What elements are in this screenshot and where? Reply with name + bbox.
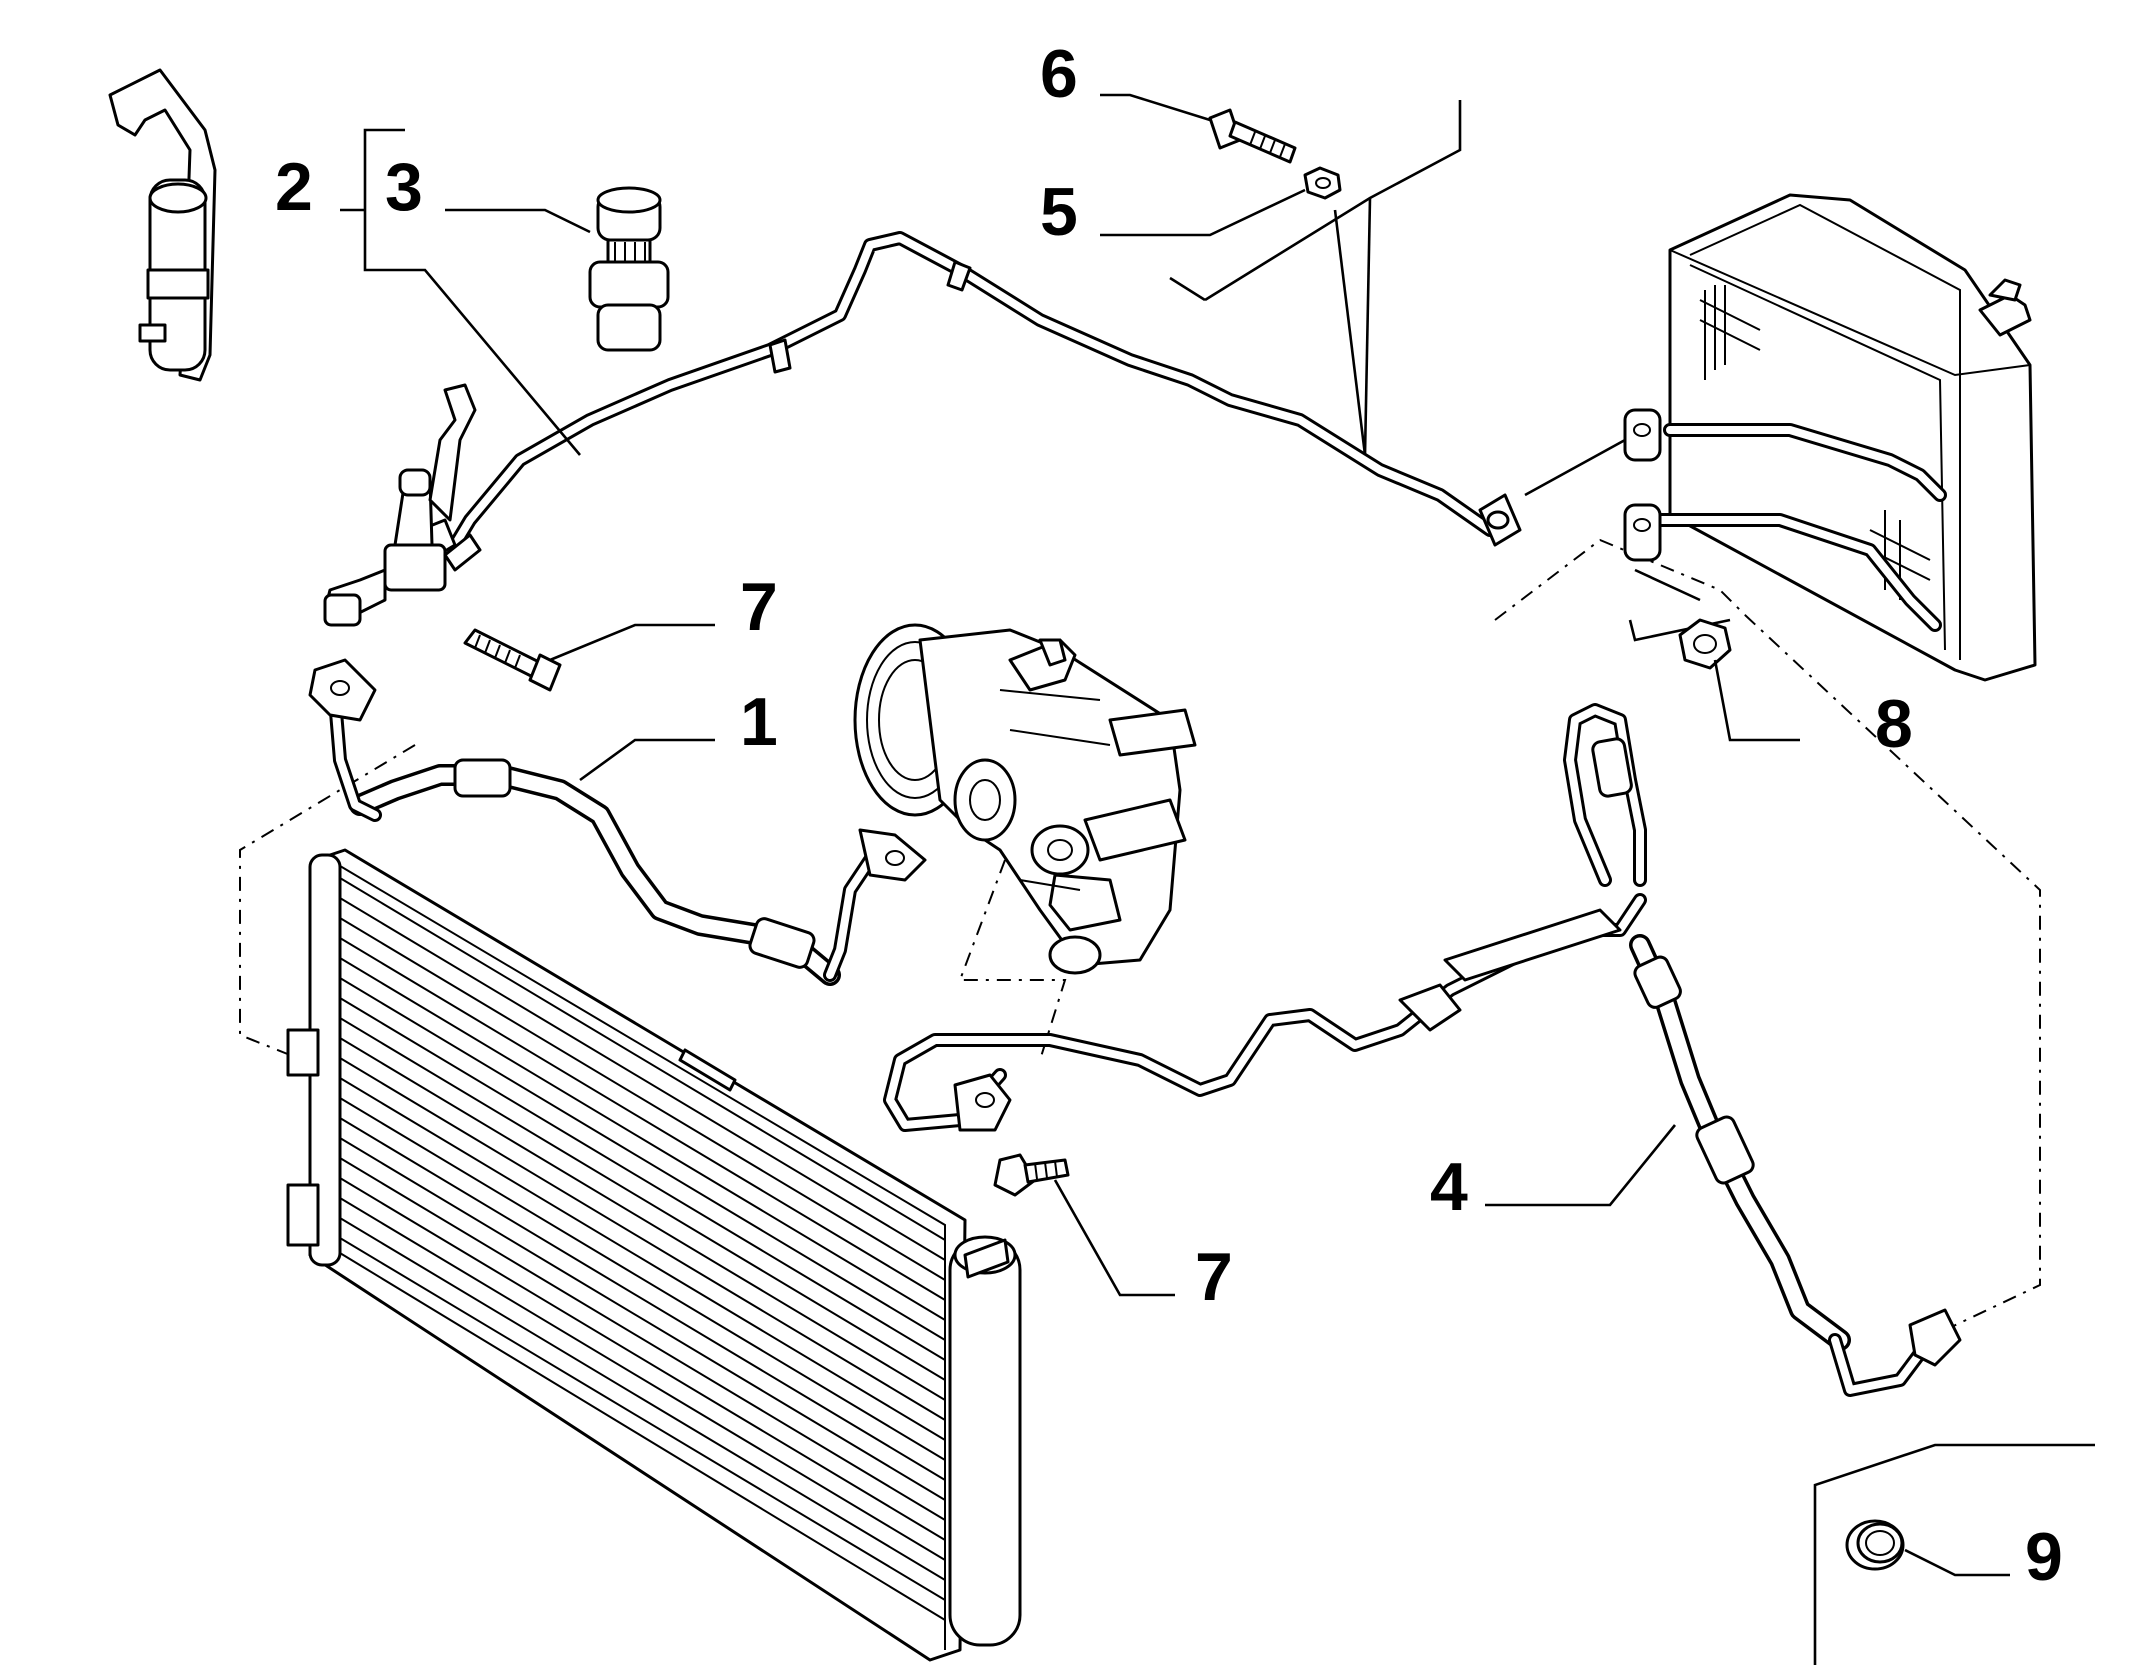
discharge-hose[interactable] <box>308 658 927 986</box>
callout-7-upper: 7 <box>740 569 778 645</box>
callout-3: 3 <box>385 149 423 225</box>
compressor[interactable] <box>853 623 1197 975</box>
bolt-lower[interactable] <box>993 1153 1070 1197</box>
nut-5[interactable] <box>1303 166 1342 200</box>
callout-7-lower: 7 <box>1195 1239 1233 1315</box>
callout-6: 6 <box>1040 36 1078 112</box>
callout-9: 9 <box>2025 1519 2063 1595</box>
callout-2: 2 <box>275 149 313 225</box>
nut-8[interactable] <box>1678 618 1732 670</box>
evaporator-link-line <box>1524 438 1626 497</box>
callout-5: 5 <box>1040 174 1078 250</box>
condenser[interactable] <box>286 848 1022 1662</box>
callout-1: 1 <box>740 684 778 760</box>
dashed-assembly-lines <box>239 538 2041 1331</box>
leader-lines <box>340 93 2010 1577</box>
detail-bracket-top <box>1169 100 1462 456</box>
pressure-switch[interactable] <box>588 186 670 352</box>
bolt-6[interactable] <box>1208 108 1297 164</box>
liquid-pipe[interactable] <box>323 231 1522 627</box>
o-ring[interactable] <box>1813 1443 2095 1665</box>
suction-hose[interactable] <box>883 703 1962 1397</box>
callout-numbers: 1 2 3 4 5 6 7 7 8 9 <box>275 36 2063 1595</box>
callout-4: 4 <box>1430 1149 1468 1225</box>
evaporator[interactable] <box>1623 193 2037 682</box>
bolt-upper[interactable] <box>463 628 562 692</box>
receiver-drier[interactable] <box>108 68 217 382</box>
callout-8: 8 <box>1875 686 1913 762</box>
